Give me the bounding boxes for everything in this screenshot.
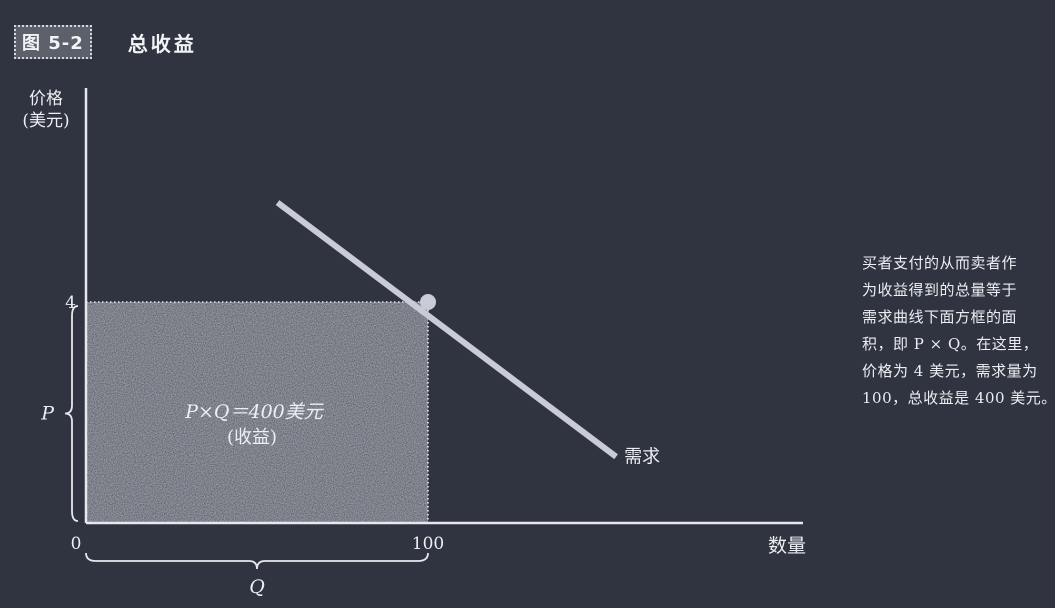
y-tick-label-4: 4 bbox=[65, 293, 76, 313]
caption-line: 积，即 P × Q。在这里， bbox=[862, 335, 1039, 353]
caption-line: 需求曲线下面方框的面 bbox=[862, 308, 1018, 326]
caption-line: 买者支付的从而卖者作 bbox=[862, 254, 1018, 272]
demand-curve-label: 需求 bbox=[624, 447, 660, 468]
x-tick-label-0: 0 bbox=[71, 534, 82, 554]
caption-line: 价格为 4 美元，需求量为 bbox=[862, 362, 1038, 380]
x-tick-label-100: 100 bbox=[412, 534, 444, 554]
figure-header: 图 5-2 总收益 bbox=[14, 25, 197, 59]
y-axis-label: 价格 (美元) bbox=[22, 88, 70, 132]
quantity-brace bbox=[85, 552, 429, 570]
figure-title: 总收益 bbox=[127, 31, 197, 56]
price-brace bbox=[64, 305, 79, 522]
demand-curve bbox=[275, 200, 618, 460]
price-brace-label: P bbox=[40, 403, 55, 425]
revenue-box bbox=[86, 302, 428, 523]
equilibrium-point bbox=[420, 294, 436, 310]
figure-number: 图 5-2 bbox=[14, 25, 92, 59]
caption-line: 为收益得到的总量等于 bbox=[862, 281, 1018, 299]
x-axis-label: 数量 bbox=[768, 535, 806, 557]
revenue-box-label: P×Q＝400美元 bbox=[184, 401, 325, 423]
caption-line: 100，总收益是 400 美元。 bbox=[862, 389, 1055, 407]
y-axis-label-line2: (美元) bbox=[22, 111, 70, 131]
y-axis-label-line1: 价格 bbox=[29, 89, 63, 109]
revenue-box-sublabel: (收益) bbox=[227, 427, 277, 448]
figure-caption: 买者支付的从而卖者作 为收益得到的总量等于 需求曲线下面方框的面 积，即 P ×… bbox=[862, 250, 1055, 412]
quantity-brace-label: Q bbox=[249, 576, 265, 598]
